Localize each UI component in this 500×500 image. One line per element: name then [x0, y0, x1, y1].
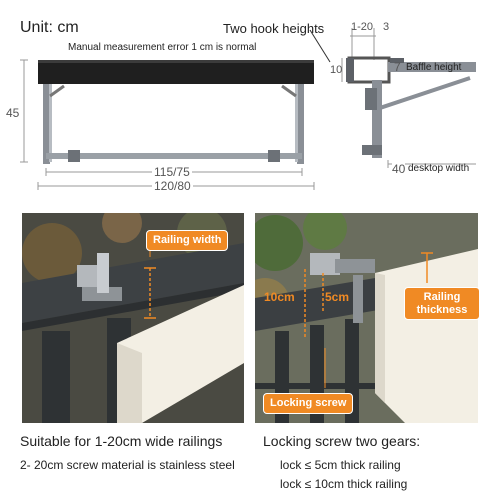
hook-range-dimension: 1-20	[351, 21, 374, 33]
product-dimension-diagram	[20, 28, 476, 190]
baffle-value: 7	[394, 60, 401, 74]
left-caption: Suitable for 1-20cm wide railings	[20, 433, 223, 449]
right-subcaption-5cm: lock ≤ 5cm thick railing	[280, 458, 401, 472]
height-dimension: 45	[6, 106, 20, 120]
left-leg	[43, 84, 50, 164]
right-leg	[297, 84, 304, 164]
left-subcaption: 2- 20cm screw material is stainless stee…	[20, 458, 235, 472]
unit-label: Unit: cm	[20, 19, 79, 36]
right-subcaption-10cm: lock ≤ 10cm thick railing	[280, 477, 408, 491]
baffle-label: Baffle height	[406, 62, 462, 73]
desktop-label: desktop width	[408, 163, 470, 174]
width-dimension-top: 115/75	[152, 165, 192, 179]
left-product-photo	[22, 213, 244, 423]
tabletop-front	[38, 60, 314, 84]
right-caption: Locking screw two gears:	[263, 433, 421, 449]
label-5cm: 5cm	[325, 290, 350, 304]
measurement-note: Manual measurement error 1 cm is normal	[68, 42, 257, 53]
hook-10-dimension: 10	[330, 64, 343, 76]
tabletop-side	[388, 62, 476, 72]
label-10cm: 10cm	[264, 290, 295, 304]
locking-screw-tag: Locking screw	[263, 393, 354, 414]
width-dimension-bottom: 120/80	[152, 179, 193, 193]
desktop-value: 40	[392, 162, 406, 176]
railing-thickness-tag: Railing thickness	[404, 287, 480, 321]
hook-3-dimension: 3	[383, 21, 390, 33]
hook-side	[347, 56, 391, 84]
railing-width-tag: Railing width	[146, 230, 229, 251]
hook-heights-label: Two hook heights	[223, 21, 325, 36]
bottom-bar	[46, 153, 302, 159]
